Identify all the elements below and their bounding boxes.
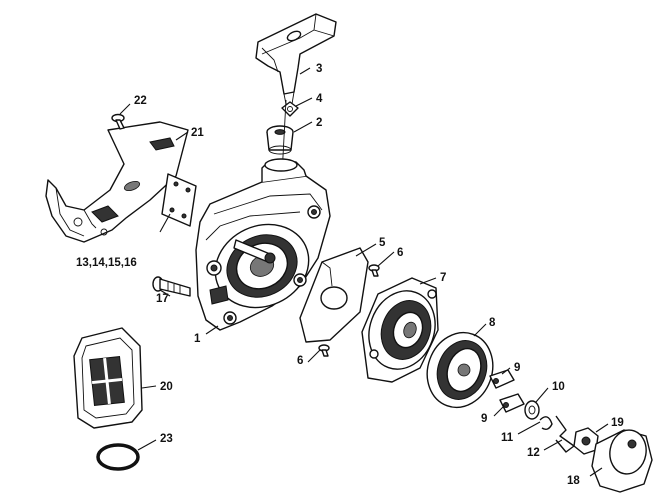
part-cap	[591, 429, 653, 493]
leader-lines	[119, 67, 609, 477]
callout-1: 1	[194, 333, 201, 345]
part-bolt-17	[152, 276, 191, 297]
callout-21: 22	[134, 95, 147, 107]
callout-9-lower: 9	[481, 413, 487, 425]
part-screw-6-upper	[368, 264, 380, 277]
callout-22: 20	[160, 381, 173, 393]
callout-10: 10	[552, 381, 565, 393]
callout-12: 12	[527, 447, 540, 459]
callout-2: 2	[316, 117, 322, 129]
part-screw-6-lower	[318, 344, 330, 357]
part-o-ring	[96, 443, 140, 471]
part-filter	[73, 327, 143, 429]
part-rope-guide	[266, 125, 294, 155]
callout-5: 5	[379, 237, 386, 249]
part-washer	[524, 400, 540, 420]
callout-6-lower: 6	[297, 355, 303, 367]
callout-18: 18	[567, 475, 580, 487]
callout-3: 3	[316, 63, 322, 75]
callout-20: 21	[191, 127, 204, 139]
callout-6-upper: 6	[397, 247, 403, 259]
part-spring-clip	[555, 415, 575, 453]
part-pawl-lower	[499, 393, 525, 413]
part-screw-21	[111, 113, 125, 130]
part-pawl-upper	[489, 369, 515, 389]
callout-19: 19	[611, 417, 624, 429]
callout-23: 23	[160, 433, 173, 445]
callout-11: 11	[501, 432, 514, 444]
part-starter-grip	[255, 13, 337, 105]
callout-8: 8	[489, 317, 496, 329]
part-rope-rotor	[361, 277, 439, 383]
part-cover-shroud	[45, 121, 189, 243]
part-spring-cover	[299, 247, 369, 343]
callout-4: 4	[316, 93, 323, 105]
part-pawl-carrier	[426, 331, 494, 409]
part-fan-housing	[195, 158, 331, 331]
part-clip	[281, 101, 299, 117]
callout-9-upper: 9	[514, 362, 520, 374]
callout-13-16: 13,14,15,16	[76, 257, 137, 269]
part-cover-plate	[161, 173, 197, 227]
part-circlip	[539, 416, 553, 431]
callout-17: 17	[156, 293, 169, 305]
callout-labels: 3 4 2 22 21 13,14,15,16 17 1 5 6 7 8 6 9…	[76, 63, 624, 487]
callout-7: 7	[440, 272, 446, 284]
